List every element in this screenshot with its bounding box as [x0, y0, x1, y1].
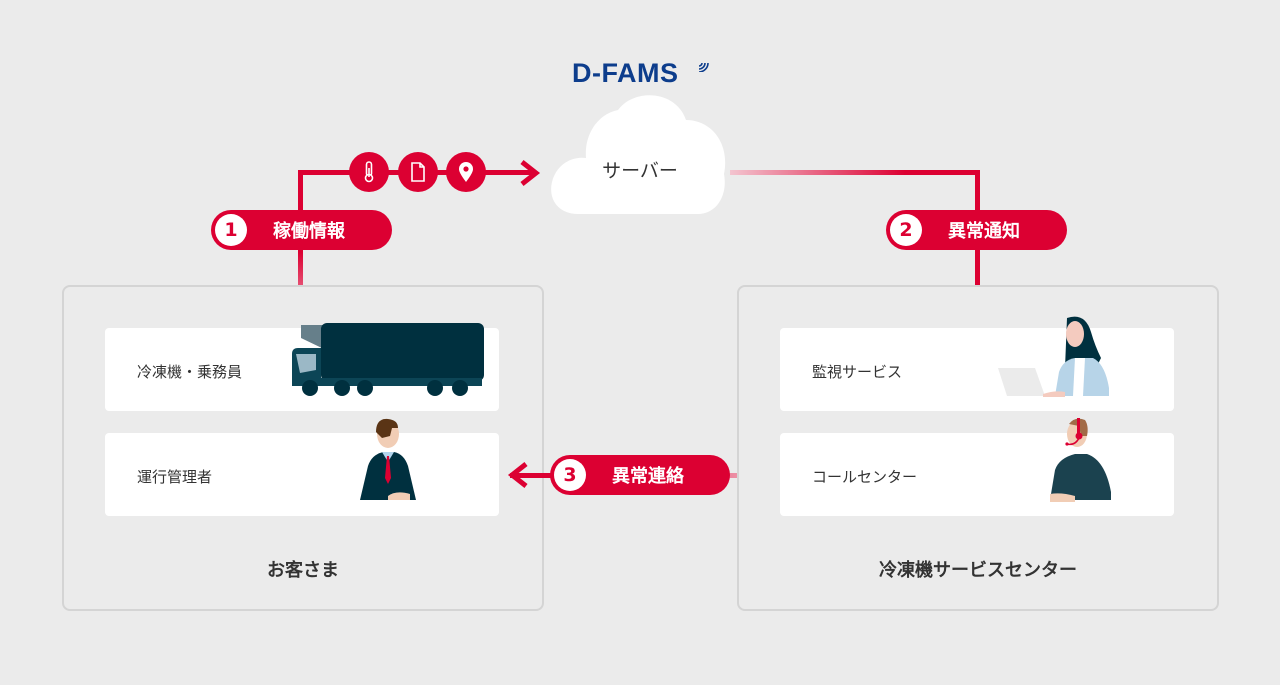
location-pin-icon [446, 152, 486, 192]
dfams-logo: D-FAMS [572, 58, 679, 88]
step-2-label: 異常通知 [948, 221, 1020, 242]
call-center-label: コールセンター [812, 468, 918, 486]
arrow-right-icon [520, 160, 541, 186]
service-center-group-title: 冷凍機サービスセンター [879, 560, 1077, 581]
thermometer-icon [349, 152, 389, 192]
truck-illustration [292, 323, 484, 396]
signal-waves-icon [698, 62, 709, 72]
server-label: サーバー [602, 160, 678, 182]
document-icon [398, 152, 438, 192]
step-1-number: 1 [215, 214, 247, 246]
manager-illustration [360, 418, 416, 500]
monitoring-service-label: 監視サービス [812, 363, 903, 381]
step-2-badge: 2 異常通知 [886, 210, 1067, 250]
step-2-number: 2 [890, 214, 922, 246]
server-cloud-icon [551, 95, 726, 214]
call-center-operator-illustration [1050, 418, 1111, 502]
flow-line-2-horizontal [730, 170, 980, 175]
customer-group-title: お客さま [267, 560, 339, 581]
step-3-badge: 3 異常連絡 [550, 455, 730, 495]
step-3-number: 3 [554, 459, 586, 491]
refrigerator-driver-label: 冷凍機・乗務員 [137, 363, 243, 381]
call-center-card [780, 433, 1174, 516]
step-3-label: 異常連絡 [612, 466, 684, 487]
operations-manager-card [105, 433, 499, 516]
step-1-badge: 1 稼働情報 [211, 210, 392, 250]
monitoring-service-card [780, 328, 1174, 411]
operations-manager-label: 運行管理者 [137, 468, 213, 486]
step-1-label: 稼働情報 [273, 221, 345, 242]
monitoring-operator-illustration [998, 316, 1109, 397]
